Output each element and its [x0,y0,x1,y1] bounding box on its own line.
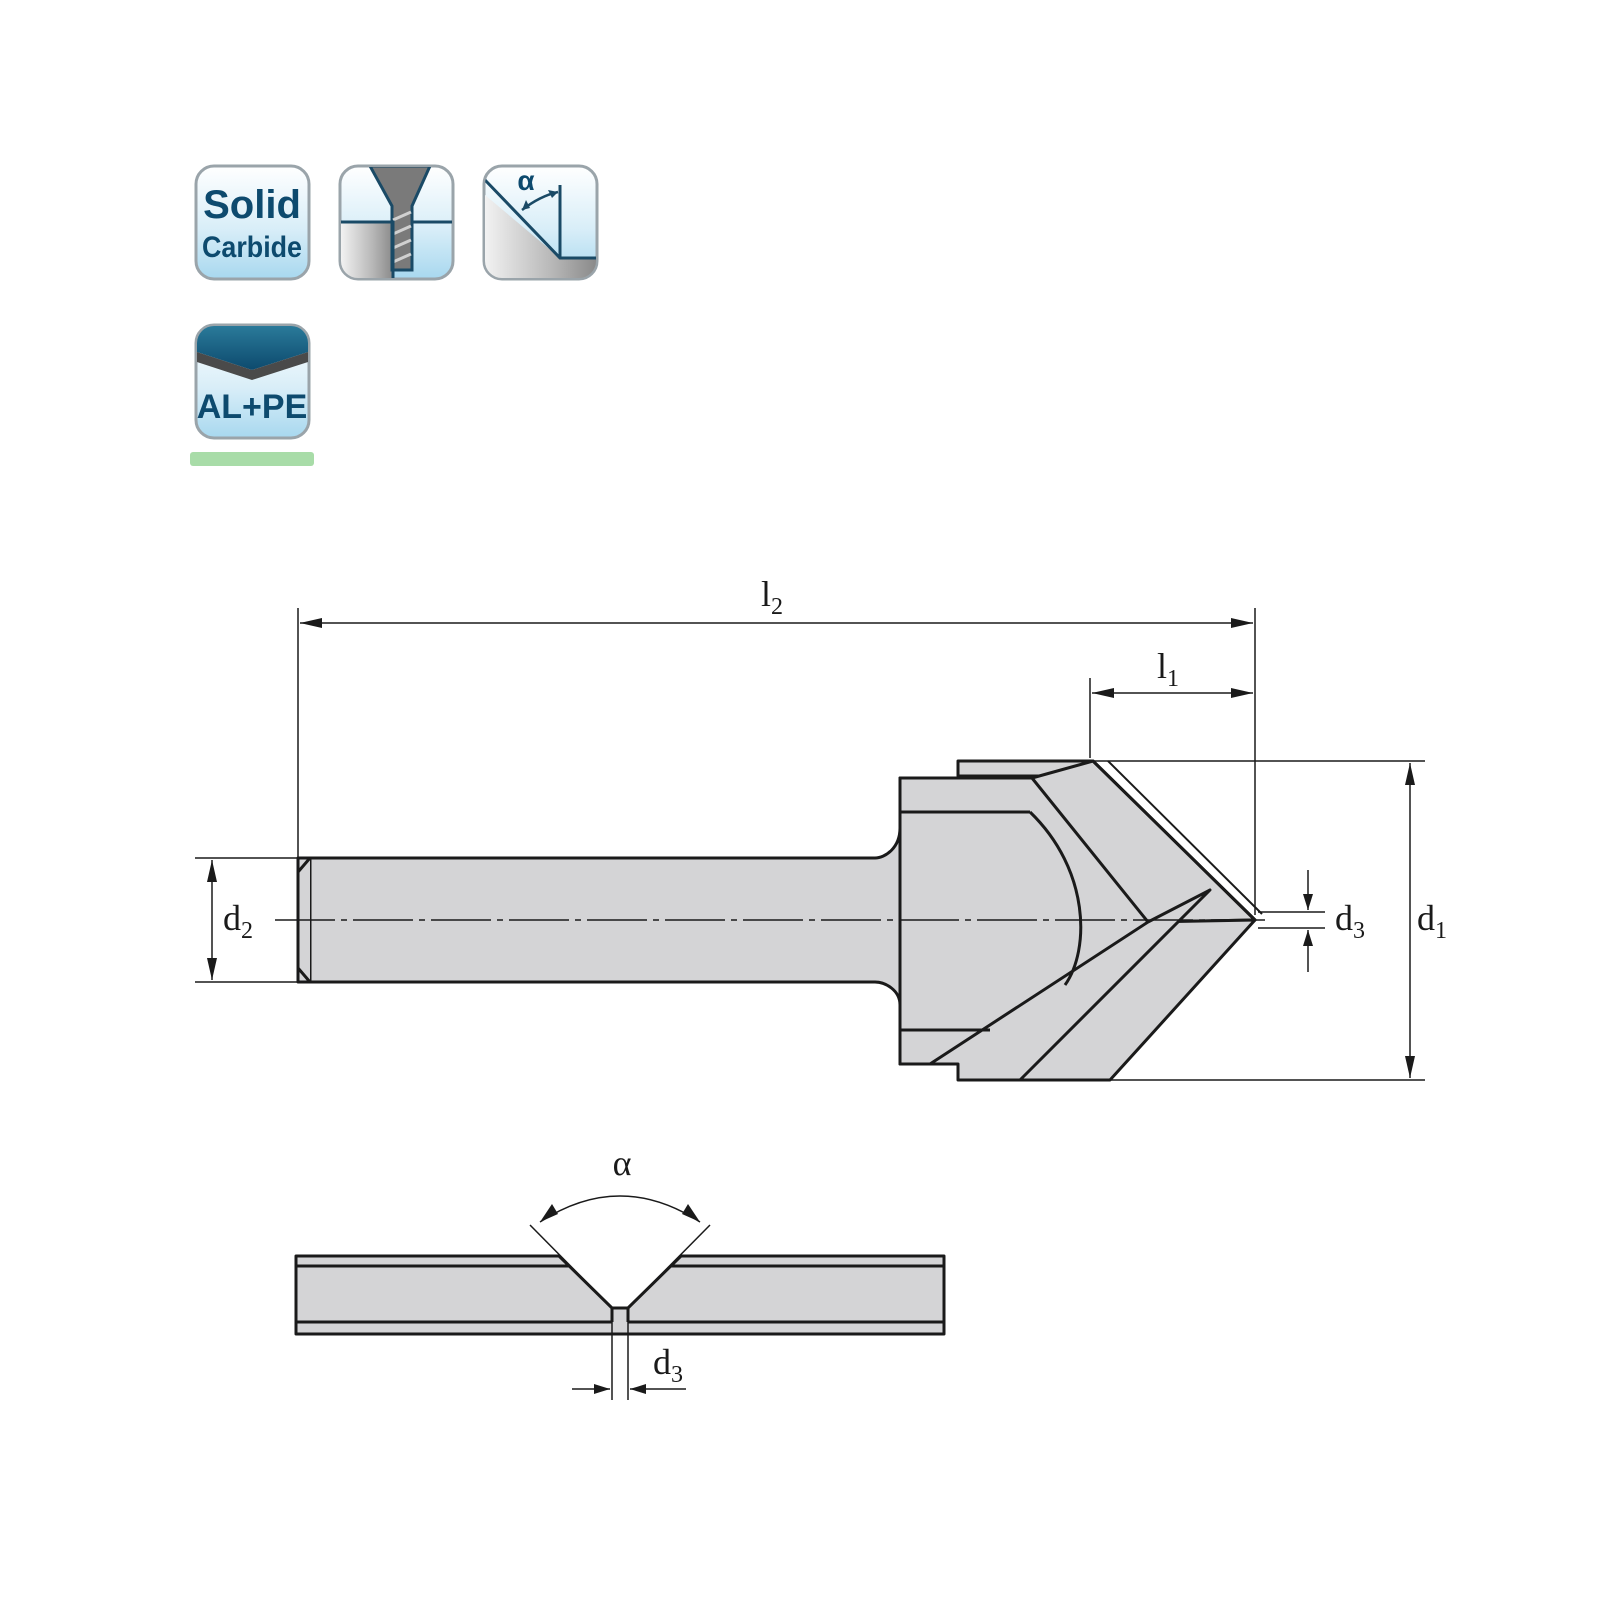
svg-text:d3: d3 [653,1342,683,1388]
d3-panel-main: d [653,1342,671,1382]
alpha-label: α [613,1143,632,1183]
dimension-d1: d1 [1093,760,1447,1081]
al-pe-label: AL+PE [197,388,308,426]
d3-main: d [1335,898,1353,938]
svg-text:l1: l1 [1157,646,1179,692]
chamfer-angle-icon: α [482,164,599,281]
countersink-hole-icon [338,164,455,281]
solid-label: Solid [203,183,301,227]
d2-main: d [223,898,241,938]
d3-sub: 3 [1353,918,1365,944]
solid-carbide-badge: Solid Carbide [194,164,311,281]
dimension-l2: l2 [297,574,1256,915]
material-al-pe-badge: AL+PE [194,323,311,440]
l1-sub: 1 [1167,666,1179,692]
router-bit-side-view [296,759,1263,1082]
l2-main: l [761,574,771,614]
d1-main: d [1417,898,1435,938]
d3-panel-sub: 3 [671,1362,683,1388]
svg-text:d2: d2 [223,898,253,944]
dimension-d3-tip: d3 [1258,870,1365,972]
dimension-l1: l1 [1089,646,1253,758]
material-indicator-bar [190,452,314,466]
panel-cross-section [294,1254,946,1336]
l2-sub: 2 [771,594,783,620]
carbide-label: Carbide [202,231,302,264]
l1-main: l [1157,646,1167,686]
composite-panel-icon [197,326,308,370]
d2-sub: 2 [241,918,253,944]
svg-text:d3: d3 [1335,898,1365,944]
dimension-d3-panel: d3 [572,1322,686,1400]
svg-text:l2: l2 [761,574,783,620]
d1-sub: 1 [1435,918,1447,944]
angle-alpha-label: α [517,165,534,196]
svg-text:d1: d1 [1417,898,1447,944]
dimension-d2: d2 [195,857,310,983]
dimension-alpha-panel: α [529,1143,711,1309]
